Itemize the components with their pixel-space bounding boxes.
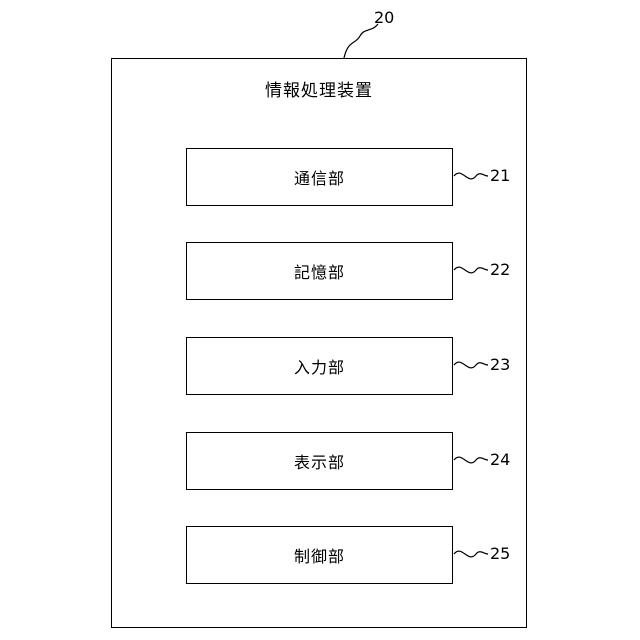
device-title: 情報処理装置	[112, 76, 526, 101]
display-unit-box: 表示部	[186, 432, 453, 490]
device-ref-number: 20	[374, 10, 394, 26]
communication-unit-box: 通信部	[186, 148, 453, 206]
unit-label: 制御部	[294, 543, 345, 567]
unit-label: 入力部	[294, 354, 345, 378]
unit-label: 表示部	[294, 449, 345, 473]
unit-label: 記憶部	[294, 259, 345, 283]
unit-ref-number: 24	[490, 452, 510, 468]
leader-line-device	[344, 24, 378, 58]
unit-label: 通信部	[294, 165, 345, 189]
unit-ref-number: 21	[490, 168, 510, 184]
unit-ref-number: 25	[490, 546, 510, 562]
input-unit-box: 入力部	[186, 337, 453, 395]
unit-ref-number: 23	[490, 357, 510, 373]
storage-unit-box: 記憶部	[186, 242, 453, 300]
control-unit-box: 制御部	[186, 526, 453, 584]
unit-ref-number: 22	[490, 262, 510, 278]
